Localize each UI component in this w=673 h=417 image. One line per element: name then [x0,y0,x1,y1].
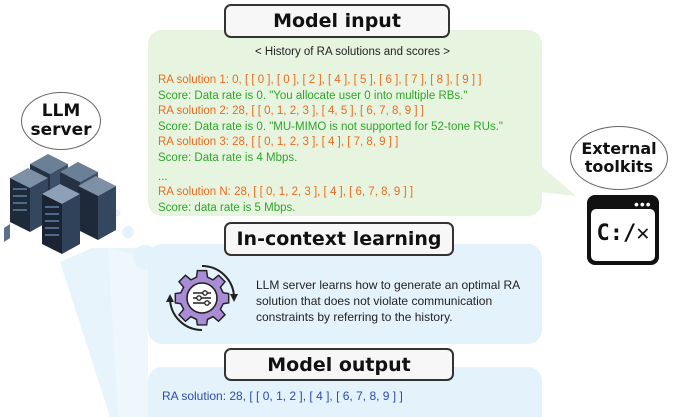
ra-solution-line: RA solution 2: 28, [ [ 0, 1, 2, 3 ], [ 4… [158,105,424,118]
ra-solution-line: RA solution 3: 28, [ [ 0, 1, 2, 3 ], [ 4… [158,136,399,149]
model-output-title: Model output [224,348,454,381]
llm-server-label-2: server [30,120,92,140]
terminal-screen [591,209,655,261]
terminal-glyph: C:/✕ [596,221,650,246]
terminal-icon: ••• C:/✕ [587,195,659,265]
model-input-title: Model input [224,4,450,38]
learning-description-3: constraints by referring to the history. [256,310,453,324]
external-toolkits-label-1: External [581,139,657,158]
score-line: Score: data rate is 5 Mbps. [158,201,296,214]
external-toolkits-bubble: External toolkits [570,126,668,190]
score-line: Score: Data rate is 0. "You allocate use… [158,89,468,102]
learning-description-1: LLM server learns how to generate an opt… [256,278,521,292]
llm-server-bubble: LLM server [21,92,101,150]
score-line: ... [158,170,168,183]
learning-description-2: solution that does not violate communica… [256,294,493,308]
learning-gear-icon [166,265,238,331]
server-rack-icon [4,154,116,254]
in-context-title: In-context learning [224,222,454,256]
model-output-solution: RA solution: 28, [ [ 0, 1, 2 ], [ 4 ], [… [162,389,403,403]
toolkit-speech-tail [540,165,576,196]
model-input-panel [148,30,542,216]
score-line: Score: Data rate is 0. "MU-MIMO is not s… [158,120,503,133]
external-toolkits-label-2: toolkits [584,157,654,176]
score-line: Score: Data rate is 4 Mbps. [158,152,298,164]
ra-solution-line: RA solution 1: 0, [ [ 0 ], [ 0 ], [ 2 ],… [158,74,482,86]
ra-solution-line: RA solution N: 28, [ [ 0, 1, 2, 3 ], [ 4… [158,186,414,199]
llm-server-label-1: LLM [41,101,81,121]
history-label: < History of RA solutions and scores > [255,46,450,58]
menu-dots-icon: ••• [634,196,652,212]
